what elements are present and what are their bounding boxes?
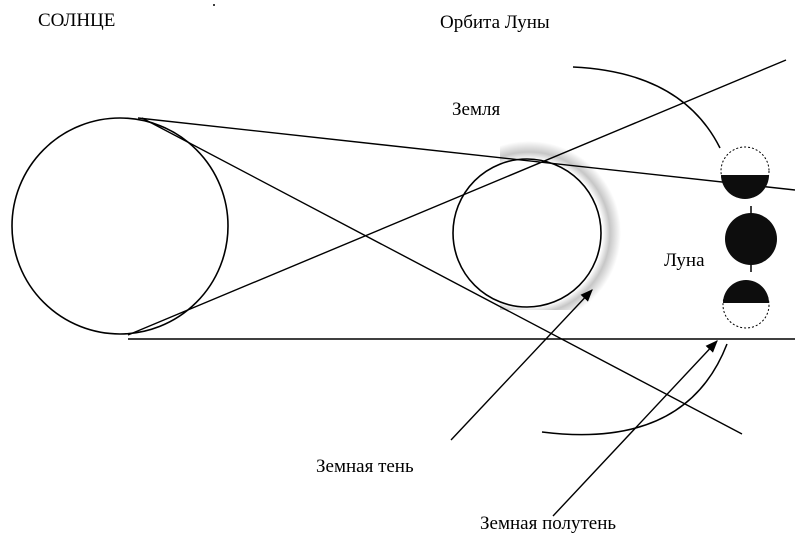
speck-mark [213,4,215,6]
moon-middle-phase [725,206,777,272]
upper-tangent-line [137,117,795,191]
penumbra-pointer-arrow [552,340,718,517]
earth-glow [500,141,621,310]
cross-line-rising [127,59,787,336]
moon-top-phase [720,146,770,199]
sun-circle [11,117,229,335]
earth-umbra-label: Земная тень [316,456,414,477]
cross-line-falling [141,117,743,435]
moon-orbit-arc-upper [572,66,721,149]
earth-label: Земля [452,99,501,120]
moon-orbit-label: Орбита Луны [440,12,550,33]
earth-penumbra-label: Земная полутень [480,513,617,534]
umbra-pointer-arrow [450,289,593,441]
sun-label: СОЛНЦЕ [38,10,116,31]
moon-orbit-arc-lower [541,343,728,436]
moon-bottom-phase [722,280,770,329]
earth-circle [452,158,602,308]
moon-label: Луна [664,250,705,271]
